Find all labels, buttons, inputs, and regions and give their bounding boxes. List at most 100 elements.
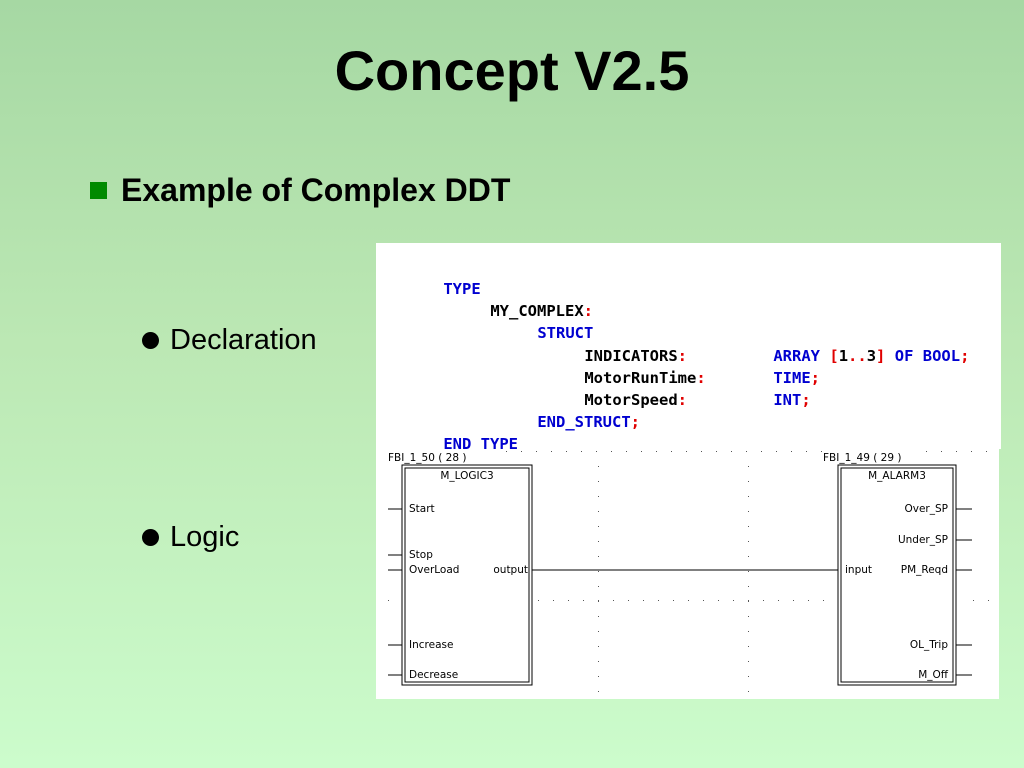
code-line-type: TYPE xyxy=(406,256,480,298)
grid-dot xyxy=(598,600,599,601)
grid-dot xyxy=(748,586,749,587)
type-bool: BOOL xyxy=(922,347,961,365)
code-line-field: MotorSpeed: xyxy=(547,367,687,409)
block1-name: M_LOGIC3 xyxy=(440,470,493,482)
code-line-end-struct: END_STRUCT; xyxy=(500,389,640,431)
grid-dot xyxy=(538,600,539,601)
block2-inner-frame xyxy=(840,467,954,683)
grid-dot xyxy=(748,466,749,467)
grid-dot xyxy=(598,496,599,497)
grid-dot xyxy=(671,451,672,452)
block1-input-pin: Stop xyxy=(409,549,433,561)
grid-dot xyxy=(806,451,807,452)
grid-dot xyxy=(583,600,584,601)
grid-dot xyxy=(748,571,749,572)
grid-dot xyxy=(521,451,522,452)
field-name: MotorSpeed xyxy=(584,391,678,409)
circle-bullet-icon xyxy=(142,529,159,546)
grid-dot xyxy=(748,481,749,482)
grid-dot xyxy=(941,451,942,452)
grid-dot xyxy=(643,600,644,601)
range-hi: 3 xyxy=(866,347,877,365)
block1-inner-frame xyxy=(404,467,530,683)
square-bullet-icon xyxy=(90,182,107,199)
code-declaration-panel: TYPE MY_COMPLEX: STRUCT INDICATORS: ARRA… xyxy=(376,243,1001,453)
code-line-end-type: END_TYPE xyxy=(406,411,518,453)
block2-output-pin: M_Off xyxy=(918,669,949,681)
grid-dot xyxy=(598,646,599,647)
grid-dot xyxy=(761,451,762,452)
grid-dot xyxy=(598,541,599,542)
grid-dot xyxy=(566,451,567,452)
bracket-open: [ xyxy=(829,347,839,365)
grid-dot xyxy=(956,451,957,452)
grid-dot xyxy=(748,691,749,692)
sub-bullet-declaration: Declaration xyxy=(142,324,317,357)
keyword-struct: STRUCT xyxy=(537,324,594,342)
grid-dot xyxy=(598,526,599,527)
fbd-logic-panel: FBI_1_50 ( 28 ) M_LOGIC3 Start Stop Over… xyxy=(376,449,999,699)
block2-instance: FBI_1_49 ( 29 ) xyxy=(823,452,901,464)
code-line-struct: STRUCT xyxy=(500,300,593,342)
grid-dot xyxy=(973,600,974,601)
field-name: MotorRunTime xyxy=(584,369,697,387)
grid-dot xyxy=(926,451,927,452)
grid-dot xyxy=(733,600,734,601)
grid-dots xyxy=(388,451,989,692)
grid-dot xyxy=(748,541,749,542)
grid-dot xyxy=(598,631,599,632)
grid-dot xyxy=(598,586,599,587)
grid-dot xyxy=(793,600,794,601)
grid-dot xyxy=(748,631,749,632)
grid-dot xyxy=(536,451,537,452)
grid-dot xyxy=(763,600,764,601)
grid-dot xyxy=(821,451,822,452)
block1-input-pin: Decrease xyxy=(409,669,458,681)
grid-dot xyxy=(971,451,972,452)
grid-dot xyxy=(598,601,599,602)
grid-dot xyxy=(598,571,599,572)
grid-dot xyxy=(823,600,824,601)
keyword-array: ARRAY xyxy=(773,347,820,365)
type-int: INT xyxy=(773,391,802,409)
grid-dot xyxy=(673,600,674,601)
block2-frame xyxy=(837,464,957,686)
code-field-type: TIME; xyxy=(736,345,820,387)
grid-dot xyxy=(748,511,749,512)
sub-bullet-label: Logic xyxy=(170,521,240,553)
colon: : xyxy=(696,369,706,387)
code-line-field: INDICATORS: xyxy=(547,323,687,365)
heading-bullet: Example of Complex DDT xyxy=(90,172,510,209)
grid-dot xyxy=(658,600,659,601)
grid-dot xyxy=(598,556,599,557)
grid-dot xyxy=(598,616,599,617)
grid-dot xyxy=(778,600,779,601)
grid-dot xyxy=(748,496,749,497)
grid-dot xyxy=(718,600,719,601)
grid-dot xyxy=(688,600,689,601)
grid-dot xyxy=(581,451,582,452)
keyword-of: OF xyxy=(894,347,914,365)
grid-dot xyxy=(628,600,629,601)
grid-dot xyxy=(598,466,599,467)
heading-text: Example of Complex DDT xyxy=(121,172,511,208)
semicolon: ; xyxy=(810,369,820,387)
grid-dot xyxy=(748,526,749,527)
grid-dot xyxy=(686,451,687,452)
sub-bullet-label: Declaration xyxy=(170,324,317,356)
bracket-close: ] xyxy=(876,347,886,365)
grid-dot xyxy=(596,451,597,452)
grid-dot xyxy=(506,451,507,452)
block1-input-pin: Start xyxy=(409,503,435,515)
colon: : xyxy=(677,347,687,365)
grid-dot xyxy=(748,646,749,647)
grid-dot xyxy=(808,600,809,601)
code-field-type: INT; xyxy=(736,367,810,409)
colon: : xyxy=(583,302,593,320)
grid-dot xyxy=(776,451,777,452)
code-line-field: MotorRunTime: xyxy=(547,345,705,387)
grid-dot xyxy=(553,600,554,601)
block1-output-pin: output xyxy=(493,564,528,576)
grid-dot xyxy=(701,451,702,452)
grid-dot xyxy=(641,451,642,452)
